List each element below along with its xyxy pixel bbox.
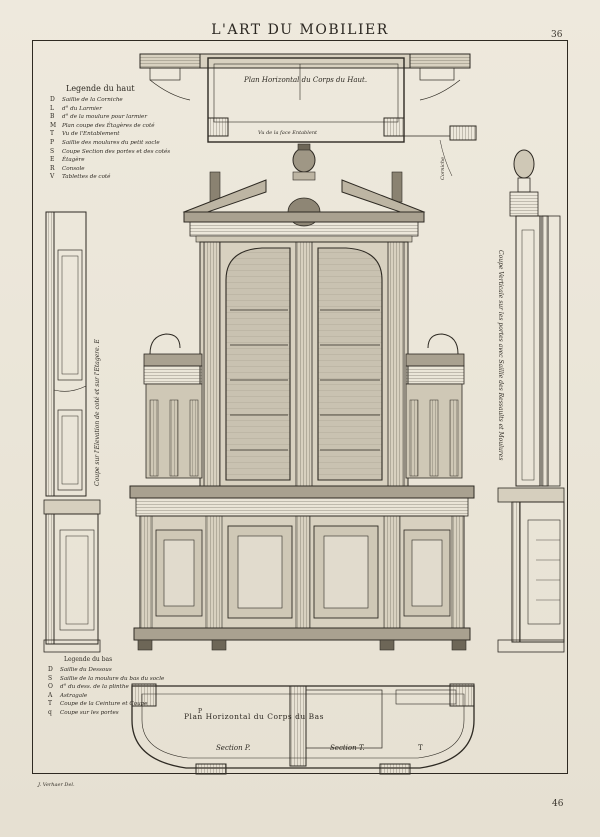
top-plan-under-label: Vu de la face Entablent [258,130,318,136]
mark-p: P [198,708,203,715]
plate-border [32,40,568,774]
right-vertical-section [497,149,565,653]
mark-t: T [418,744,423,752]
top-horizontal-plan [139,53,477,177]
page-title: L'ART DU MOBILIER [211,22,389,38]
cabinet-elevation [129,143,475,651]
bottom-horizontal-plan [131,683,475,775]
top-plan-title: Plan Horizontal du Corps du Haut. [244,76,368,84]
bottom-plan-title: Plan Horizontal du Corps du Bas [184,712,324,721]
legend-upper-heading: Legende du haut [66,84,135,93]
page-number-top: 36 [551,30,563,40]
legend-lower-heading: Legende du bas [64,656,113,663]
right-section-label: Coupe Verticale sur les portes avec Sail… [497,250,504,461]
page-number-bottom: 46 [552,799,564,809]
section-p-label: Section P. [216,744,251,752]
corniche-label: Corniche [440,156,446,180]
left-side-section [43,211,101,653]
left-section-label: Coupe sur l'Elevation de coté et sur l'E… [94,339,101,486]
section-t-label: Section T. [330,744,365,752]
engraver-signature: J. Verhaer Del. [38,782,75,788]
